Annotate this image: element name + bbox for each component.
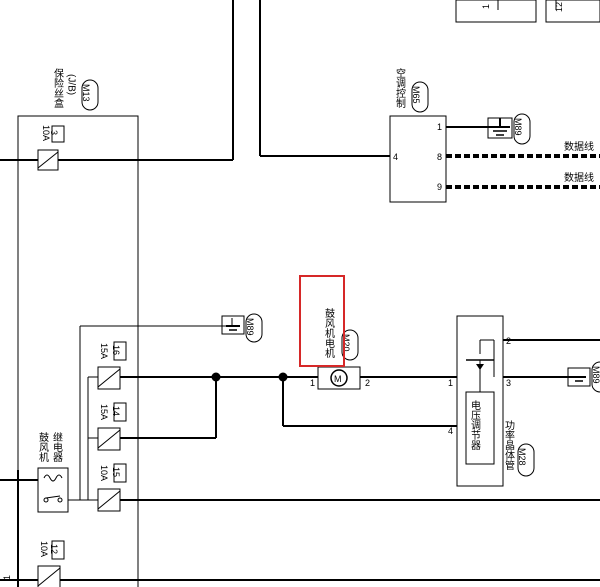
- top-connector-box: [455, 0, 537, 23]
- blower-relay: [37, 467, 69, 513]
- blower-motor-name: 鼓风机电机: [323, 307, 335, 359]
- junction-dot-1: [211, 372, 221, 382]
- fuse-15-no: 15: [111, 467, 121, 477]
- ac-control-name: 空调控制: [394, 67, 406, 108]
- ac-pin-1: 1: [437, 122, 442, 132]
- ac-pin-8: 8: [437, 152, 442, 162]
- data-line-1-label: 数据线: [564, 140, 594, 153]
- motor-pin-1: 1: [310, 378, 315, 388]
- power-transistor-connector-badge: [517, 443, 535, 477]
- ac-control-connector-badge: [411, 81, 429, 113]
- fuse-14-amp: 15A: [99, 404, 109, 420]
- junction-box-sub: (J/B): [66, 74, 77, 95]
- motor-symbol: M: [334, 374, 342, 384]
- pt-pin-4: 4: [448, 426, 453, 436]
- junction-box-connector: M13: [81, 84, 91, 102]
- pt-pin-3: 3: [506, 378, 511, 388]
- relay-coil: [43, 474, 63, 482]
- fuse-15-amp: 10A: [99, 465, 109, 481]
- highlight-box: [299, 275, 345, 367]
- right-ground-symbol: [567, 367, 591, 387]
- top-ground-connector: M89: [245, 318, 255, 336]
- bottom-left-pin: 1: [2, 575, 12, 580]
- top-connector-pin-b: 12: [554, 2, 564, 12]
- right-ground-connector: M89: [591, 366, 600, 384]
- junction-box-name: 保险丝盒: [52, 67, 64, 108]
- ac-ground-connector: M89: [513, 118, 523, 136]
- junction-box-connector-badge: [81, 79, 99, 111]
- pt-pin-1: 1: [448, 378, 453, 388]
- voltage-regulator-label: 电压调节器: [469, 399, 481, 451]
- junction-box: [17, 115, 139, 587]
- voltage-regulator-box: [465, 391, 495, 465]
- fuse-16-no: 16: [111, 345, 121, 355]
- power-transistor-name: 功率晶体管: [503, 420, 515, 471]
- top-ground-symbol: [221, 315, 245, 335]
- blower-motor-connector-badge: [341, 329, 359, 361]
- top-connector-box-right: [545, 0, 600, 23]
- fuse-12-no: 12: [49, 544, 59, 554]
- top-connector-pin-a: 1: [481, 4, 491, 9]
- ac-control-box: [389, 115, 447, 203]
- data-line-2-label: 数据线: [564, 171, 594, 184]
- motor-icon: [330, 369, 348, 387]
- ac-ground-symbol: [487, 117, 513, 139]
- fuse-3-no: 3: [49, 130, 59, 135]
- ac-pin-9: 9: [437, 182, 442, 192]
- relay-label-1: 鼓风机: [37, 431, 49, 463]
- motor-pin-2: 2: [365, 378, 370, 388]
- ac-pin-4: 4: [393, 152, 398, 162]
- ac-control-connector: M65: [411, 86, 421, 104]
- fuse-16-amp: 15A: [99, 343, 109, 359]
- power-transistor-connector: M28: [517, 448, 527, 466]
- relay-label-2: 继电器: [51, 431, 63, 463]
- blower-motor-connector: M20: [341, 334, 351, 352]
- fuse-3-amp: 10A: [41, 125, 51, 141]
- fuse-12-amp: 10A: [39, 541, 49, 557]
- fuse-14-no: 14: [111, 406, 121, 416]
